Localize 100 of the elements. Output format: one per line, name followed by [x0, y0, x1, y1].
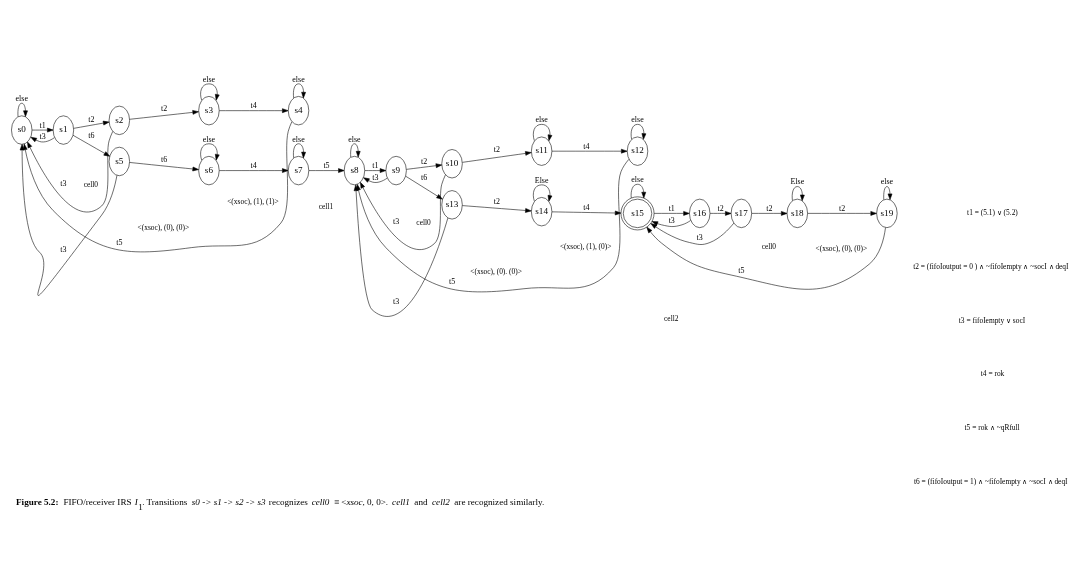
arrow — [293, 143, 306, 159]
node-ellipse: s4 — [287, 96, 310, 126]
node-ellipse: s10 — [441, 149, 463, 179]
node-ellipse: s18 — [786, 198, 808, 228]
edge-label: else — [15, 94, 28, 104]
arrow — [363, 177, 388, 183]
edge-label: t2 — [493, 144, 500, 154]
node-ellipse: s1 — [52, 115, 74, 145]
edge-label: t4 — [583, 142, 590, 152]
edge-label: t5 — [448, 277, 456, 287]
arrow — [630, 124, 647, 140]
arrow — [73, 120, 110, 129]
arrow — [751, 211, 788, 216]
edge-label: t4 — [583, 203, 590, 213]
edge-label: Else — [790, 177, 805, 187]
edge-label: t4 — [250, 101, 257, 111]
node-ellipse: s12 — [626, 136, 649, 166]
arrow — [406, 163, 443, 170]
arrow — [551, 210, 622, 216]
edge-label: t3 — [393, 216, 400, 226]
edge-label: t4 — [250, 161, 257, 171]
edge-label: t1 — [372, 161, 379, 171]
edge-label: t2 — [717, 204, 724, 214]
arrow — [791, 186, 805, 201]
edge-label: t6 — [161, 154, 168, 164]
node-ellipse: s3 — [198, 96, 220, 126]
arrow — [350, 143, 361, 158]
arrow — [551, 148, 628, 154]
edge-label: t5 — [323, 161, 330, 171]
node-ellipse: s0 — [11, 115, 33, 145]
arrow — [646, 226, 886, 290]
arrow — [462, 205, 532, 213]
edge-label: t3 — [696, 233, 703, 243]
edge-label: t2 — [88, 114, 95, 124]
edge-label: else — [631, 115, 644, 125]
node-ellipse: s5 — [108, 146, 130, 176]
arrow — [651, 220, 691, 227]
arrow — [883, 186, 893, 200]
edge-label: t3 — [372, 172, 379, 182]
arrow — [22, 121, 293, 253]
arrow — [31, 127, 54, 133]
arrow — [360, 174, 446, 250]
edge-label: t2 — [420, 156, 428, 166]
edge-label: else — [631, 175, 644, 185]
edge-label: else — [348, 134, 361, 144]
arrow — [293, 83, 306, 99]
arrow — [30, 136, 55, 143]
arrow — [200, 83, 220, 101]
edge-label: t2 — [493, 197, 500, 207]
edge-label: t2 — [839, 204, 846, 214]
arrow — [364, 168, 387, 173]
arrow — [129, 110, 199, 120]
edge-label: else — [202, 134, 216, 144]
edge-label: t3 — [60, 245, 67, 255]
node-ellipse: s2 — [108, 105, 130, 135]
edge-label: t1 — [668, 204, 675, 214]
edge-label: t6 — [88, 131, 95, 141]
node-ellipse: s9 — [385, 156, 407, 186]
node-ellipse: s14 — [531, 197, 553, 227]
edge-label: t3 — [60, 178, 67, 188]
edge-label: t2 — [161, 103, 168, 113]
edge-label: t6 — [420, 172, 428, 182]
arrow — [462, 151, 532, 163]
arrow — [129, 162, 199, 172]
node-ellipse: s13 — [441, 190, 463, 220]
edge-label: t2 — [766, 204, 773, 214]
arrow — [807, 211, 877, 216]
node-ellipse: s7 — [287, 156, 310, 186]
node-ellipse: s8 — [343, 156, 365, 186]
arrow — [533, 124, 553, 141]
edge-label: else — [535, 115, 548, 125]
arrow — [533, 184, 553, 202]
arrow — [27, 131, 114, 213]
edge-label: Else — [534, 175, 549, 185]
edge-label: t1 — [39, 120, 46, 130]
edge-label: t3 — [393, 297, 400, 307]
arrow — [308, 168, 345, 173]
arrow — [219, 108, 289, 113]
edge-label: else — [880, 177, 894, 187]
arrow — [650, 222, 735, 245]
arrow — [219, 168, 289, 173]
edge-label: t3 — [39, 132, 46, 142]
edge-label: t3 — [668, 215, 675, 225]
arrow — [709, 211, 732, 216]
arrow — [72, 134, 110, 157]
edge-label: else — [202, 74, 216, 84]
arrow — [200, 143, 220, 161]
arrow — [19, 144, 118, 296]
arrow — [653, 211, 690, 216]
edge-label: else — [292, 74, 305, 84]
node-ellipse: s6 — [198, 156, 220, 186]
arrow — [405, 175, 443, 200]
node-ellipse: s16 — [689, 198, 711, 228]
edge-label: else — [292, 134, 305, 144]
edge-label: t5 — [116, 238, 123, 248]
edge-label: t5 — [738, 265, 745, 275]
arrow — [630, 184, 647, 199]
arrow — [17, 102, 28, 117]
node-ellipse: s17 — [730, 198, 752, 228]
node-ellipse: s19 — [876, 198, 898, 228]
